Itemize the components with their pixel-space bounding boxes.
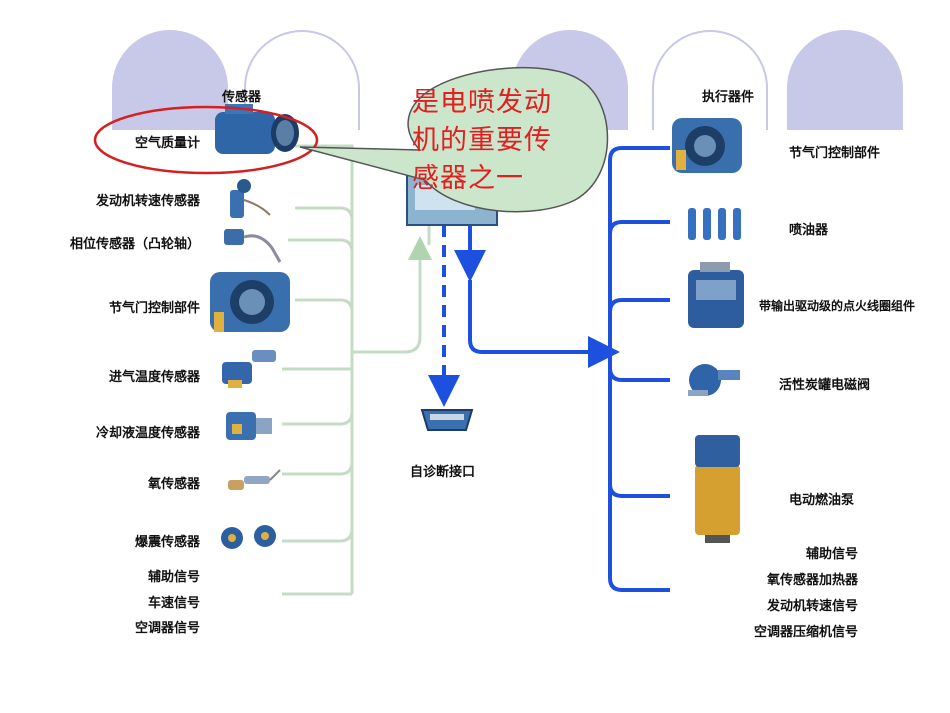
- actuator-label-o2-heater: 氧传感器加热器: [766, 573, 858, 588]
- sensor-label-intake-temp: 进气温度传感器: [108, 370, 200, 385]
- sensor-label-knock: 爆震传感器: [134, 535, 200, 550]
- knock-sensor-icon: [221, 525, 276, 549]
- callout-line: 是电喷发动: [412, 87, 552, 118]
- decoration-arc: [112, 30, 228, 130]
- fuel-pump-icon: [695, 435, 740, 543]
- sensor-label-oxygen: 氧传感器: [147, 477, 200, 492]
- speed-sensor-icon: [230, 179, 271, 218]
- phase-sensor-icon: [224, 229, 282, 263]
- actuator-label-canister-valve: 活性炭罐电磁阀: [779, 378, 871, 393]
- actuators-header: 执行器件: [702, 90, 755, 105]
- sensor-label-speed-signal: 车速信号: [147, 596, 200, 611]
- air-mass-meter-icon: [215, 104, 299, 154]
- actuator-label-throttle: 节气门控制部件: [789, 146, 881, 161]
- sensor-label-coolant-temp: 冷却液温度传感器: [95, 426, 200, 441]
- callout-line: 机的重要传: [412, 125, 552, 156]
- sensor-label-engine-speed: 发动机转速传感器: [95, 194, 200, 209]
- coolant-temp-sensor-icon: [226, 412, 272, 440]
- actuator-bus: [454, 146, 670, 592]
- sensors-header: 传感器: [222, 90, 262, 105]
- sensor-label-aux-signal: 辅助信号: [147, 570, 200, 585]
- decoration-arc: [652, 30, 768, 130]
- sensor-label-throttle: 节气门控制部件: [108, 301, 200, 316]
- highlight-ring: [93, 105, 319, 175]
- sensor-label-ac-signal: 空调器信号: [134, 621, 200, 636]
- decoration-arc: [244, 30, 360, 130]
- throttle-actuator-icon: [672, 118, 742, 173]
- actuator-label-ignition-coil: 带输出驱动级的点火线圈组件: [759, 299, 916, 313]
- intake-temp-sensor-icon: [222, 350, 276, 388]
- throttle-body-icon: [210, 272, 290, 332]
- callout-bubble: [299, 66, 609, 213]
- actuator-label-injector: 喷油器: [789, 223, 829, 238]
- injector-icon: [688, 208, 741, 240]
- callout-line: 感器之一: [412, 163, 524, 194]
- actuator-label-aux-signal: 辅助信号: [805, 547, 858, 562]
- diag-port-label: 自诊断接口: [410, 465, 476, 480]
- canister-valve-icon: [688, 364, 740, 396]
- actuator-label-ac-compressor-signal: 空调器压缩机信号: [753, 625, 858, 640]
- sensor-label-air-mass: 空气质量计: [134, 136, 200, 151]
- ignition-coil-icon: [688, 262, 744, 328]
- sensor-label-phase: 相位传感器（凸轮轴）: [69, 237, 200, 252]
- actuator-label-fuel-pump: 电动燃油泵: [789, 493, 855, 508]
- diag-connector-icon: [420, 409, 474, 431]
- callout-text: 是电喷发动 机的重要传 感器之一: [412, 84, 587, 198]
- decoration-arc: [787, 30, 903, 130]
- oxygen-sensor-icon: [228, 469, 281, 490]
- actuator-label-engine-speed-signal: 发动机转速信号: [766, 599, 858, 614]
